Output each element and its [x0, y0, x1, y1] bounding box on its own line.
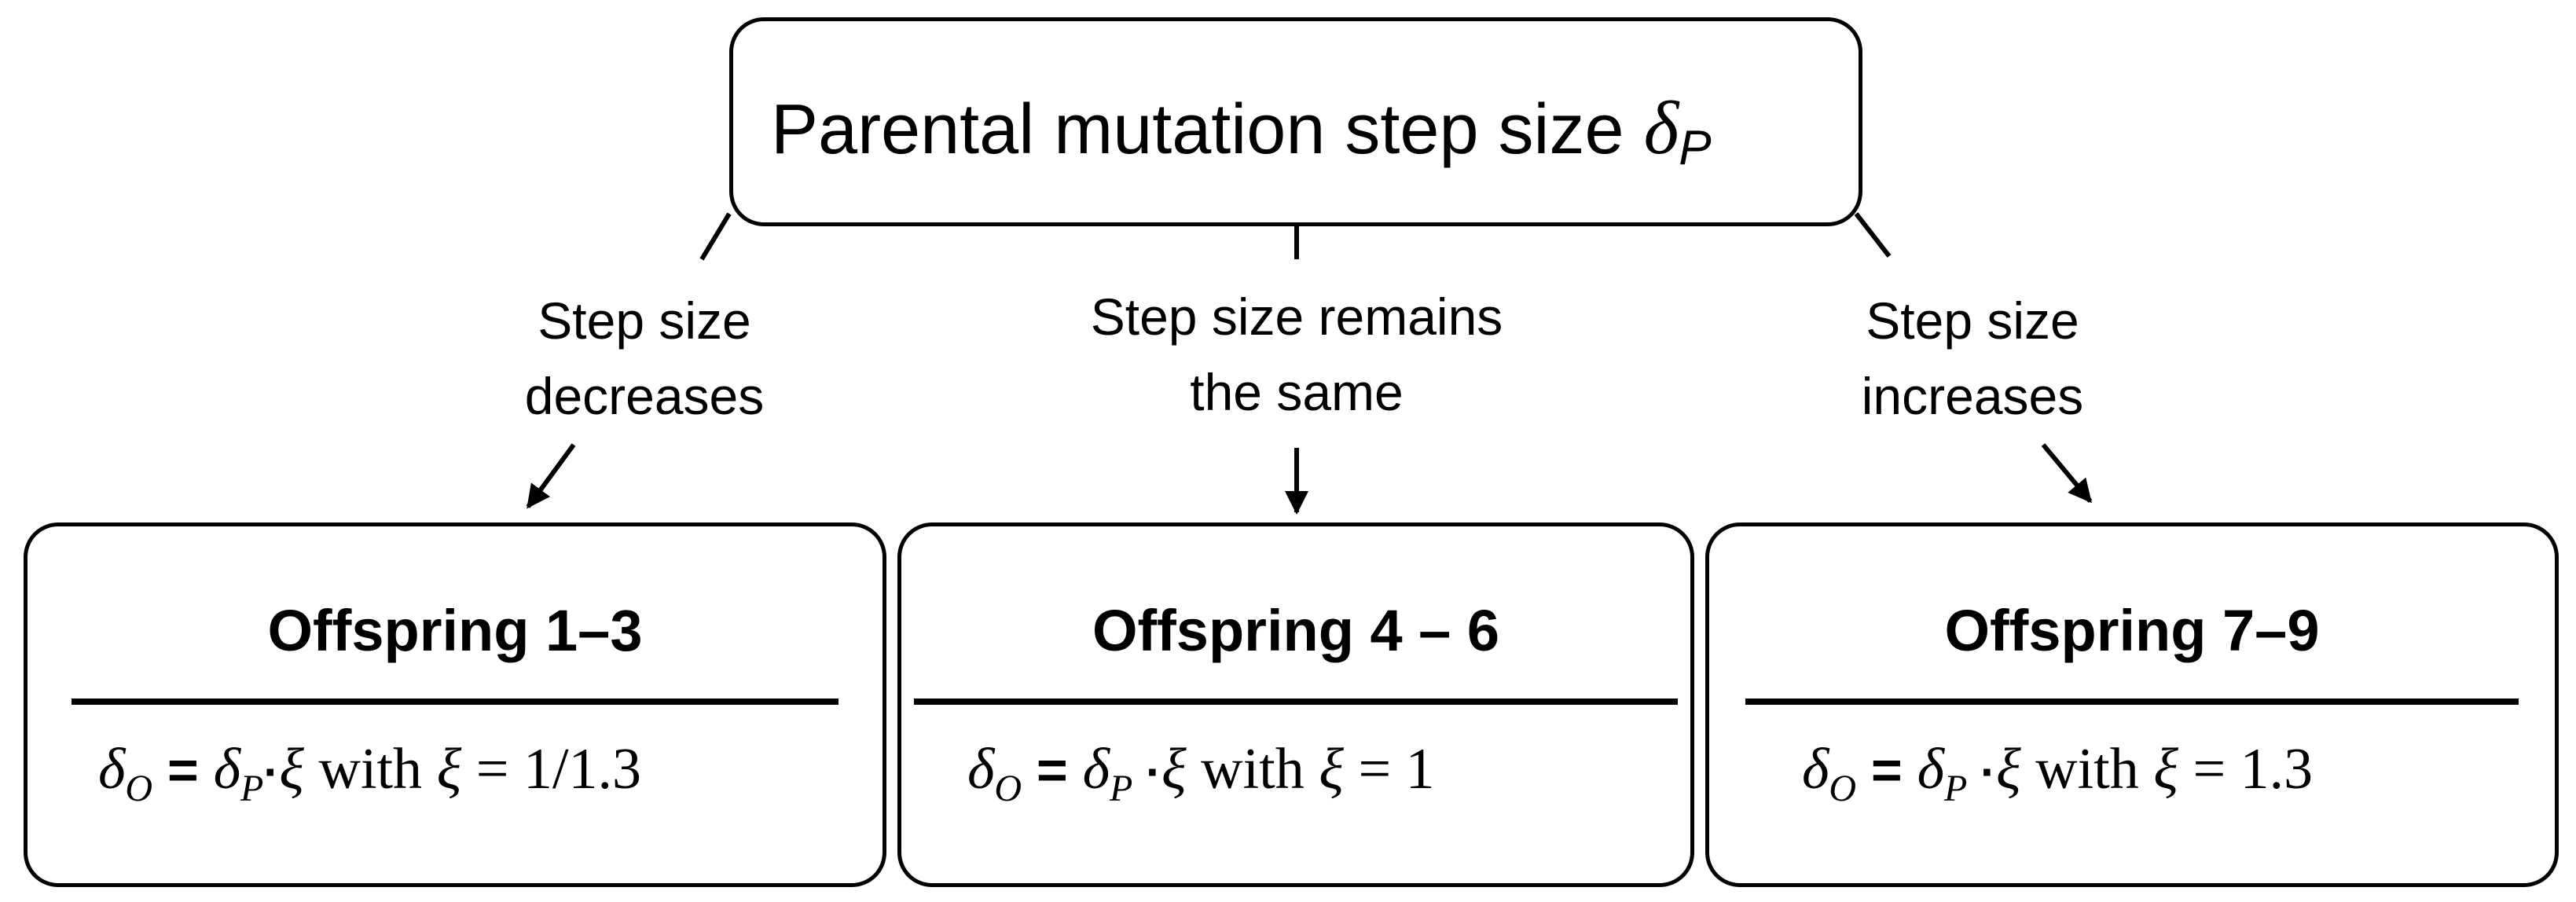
- branch-label-line: the same: [1190, 363, 1404, 421]
- offspring-title: Offspring 7–9: [1944, 598, 2320, 663]
- arrow-left: [526, 443, 576, 509]
- delta-symbol: δ: [967, 737, 995, 801]
- delta-symbol: δ: [1082, 737, 1110, 801]
- formula-value: = 1: [1343, 737, 1435, 801]
- divider: [1745, 698, 2519, 705]
- offspring-box-4-6: Offspring 4 – 6 δO = δP ·ξ with ξ = 1: [897, 522, 1694, 887]
- parent-title: Parental mutation step size δP: [771, 90, 1712, 173]
- offspring-formula: δO = δP·ξ with ξ = 1/1.3: [98, 729, 641, 811]
- delta-subscript: O: [1829, 768, 1857, 809]
- branch-label-line: Step size remains: [1090, 288, 1503, 346]
- arrow-right: [2041, 443, 2093, 504]
- connector-stub-right: [1854, 212, 1892, 258]
- delta-subscript: P: [1943, 768, 1968, 809]
- delta-symbol: δ: [1643, 86, 1679, 170]
- offspring-title: Offspring 1–3: [267, 598, 643, 663]
- delta-subscript: O: [125, 768, 153, 809]
- formula-value: = 1/1.3: [461, 737, 642, 801]
- offspring-box-7-9: Offspring 7–9 δO = δP ·ξ with ξ = 1.3: [1705, 522, 2559, 887]
- xi-symbol: ξ: [1995, 737, 2021, 801]
- offspring-formula: δO = δP ·ξ with ξ = 1.3: [1802, 729, 2313, 811]
- delta-symbol: δ: [1802, 737, 1829, 801]
- delta-subscript: O: [994, 768, 1022, 809]
- multiply-dot: ·: [1132, 746, 1161, 798]
- connector-stub-left: [699, 212, 732, 261]
- formula-value: = 1.3: [2178, 737, 2314, 801]
- branch-label-line: Step size: [538, 292, 751, 350]
- xi-symbol: ξ: [279, 737, 304, 801]
- parent-title-text: Parental mutation step size: [771, 90, 1644, 169]
- xi-symbol: ξ: [436, 737, 462, 801]
- branch-label-line: decreases: [524, 367, 765, 425]
- formula-with-text: with: [304, 737, 437, 801]
- equals-sign: =: [1022, 740, 1083, 800]
- multiply-dot: ·: [1967, 746, 1996, 798]
- branch-label-decreases: Step size decreases: [472, 283, 817, 434]
- parent-step-size-box: Parental mutation step size δP: [729, 17, 1862, 226]
- branch-label-line: increases: [1861, 367, 2084, 425]
- delta-subscript: P: [240, 768, 264, 809]
- xi-symbol: ξ: [1161, 737, 1187, 801]
- equals-sign: =: [1856, 740, 1917, 800]
- formula-with-text: with: [1186, 737, 1319, 801]
- multiply-dot: ·: [263, 746, 280, 798]
- delta-symbol: δ: [98, 737, 126, 801]
- branch-label-same: Step size remains the same: [1006, 279, 1587, 430]
- formula-with-text: with: [2020, 737, 2154, 801]
- delta-subscript: P: [1109, 768, 1133, 809]
- branch-label-line: Step size: [1866, 292, 2079, 350]
- equals-sign: =: [152, 740, 214, 800]
- delta-symbol: δ: [213, 737, 240, 801]
- xi-symbol: ξ: [1319, 737, 1344, 801]
- offspring-box-1-3: Offspring 1–3 δO = δP·ξ with ξ = 1/1.3: [24, 522, 886, 887]
- offspring-formula: δO = δP ·ξ with ξ = 1: [967, 729, 1435, 811]
- branch-label-increases: Step size increases: [1776, 283, 2169, 434]
- delta-subscript: P: [1679, 121, 1712, 175]
- divider: [72, 698, 838, 705]
- xi-symbol: ξ: [2153, 737, 2178, 801]
- offspring-title: Offspring 4 – 6: [1092, 598, 1500, 663]
- delta-symbol: δ: [1917, 737, 1944, 801]
- divider: [914, 698, 1678, 705]
